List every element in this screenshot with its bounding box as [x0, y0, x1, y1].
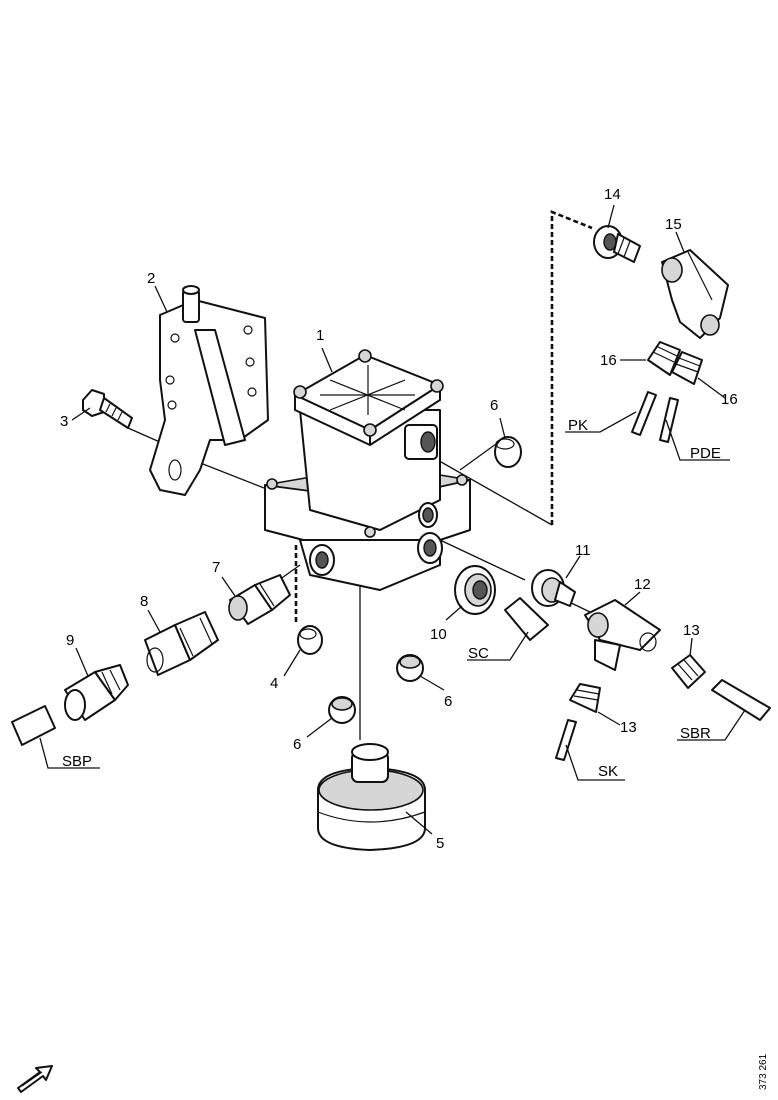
callout-6-lower: 6	[293, 736, 301, 753]
callout-numbers: 1 2 3 4 5 6 6 6 7 8 9 10 11 12 13 13 14 …	[60, 186, 738, 852]
callout-7: 7	[212, 559, 220, 576]
union-connector	[144, 611, 219, 676]
callout-16-right: 16	[721, 391, 738, 408]
connector-16-left	[647, 341, 681, 376]
callout-4: 4	[270, 675, 278, 692]
callout-leaders	[71, 204, 726, 835]
callout-15: 15	[665, 216, 682, 233]
tee-fitting	[584, 599, 661, 671]
coupling-9	[64, 664, 129, 721]
callout-9: 9	[66, 632, 74, 649]
callout-3: 3	[60, 413, 68, 430]
fitting-10	[454, 565, 496, 615]
fitting-14	[593, 225, 641, 263]
callout-5: 5	[436, 835, 444, 852]
code-pde: PDE	[690, 445, 721, 462]
plug-6-upper	[494, 436, 522, 468]
callout-6-middle: 6	[444, 693, 452, 710]
drawing-reference: 373 261	[758, 1053, 769, 1090]
bolt	[82, 389, 133, 429]
code-leaders	[39, 411, 746, 781]
silencer	[317, 743, 426, 851]
elbow-fitting-15	[661, 249, 729, 339]
plug-6-lower	[328, 696, 356, 724]
code-pk: PK	[568, 417, 588, 434]
code-sc: SC	[468, 645, 489, 662]
pipe-codes: PK PDE SC SBP SK SBR	[62, 417, 721, 780]
push-in-connector-13-right	[671, 654, 706, 689]
callout-13-right: 13	[683, 622, 700, 639]
callout-16-left: 16	[600, 352, 617, 369]
push-in-connector-13-lower	[569, 683, 601, 713]
callout-2: 2	[147, 270, 155, 287]
fitting-7	[228, 574, 291, 625]
callout-12: 12	[634, 576, 651, 593]
callout-13-lower: 13	[620, 719, 637, 736]
callout-10: 10	[430, 626, 447, 643]
callout-1: 1	[316, 327, 324, 344]
connector-16-right	[671, 351, 703, 385]
plug-6-middle	[396, 654, 424, 682]
callout-14: 14	[604, 186, 621, 203]
tubes	[11, 391, 771, 761]
callout-6-upper: 6	[490, 397, 498, 414]
callout-8: 8	[140, 593, 148, 610]
code-sbr: SBR	[680, 725, 711, 742]
callout-11: 11	[575, 542, 591, 559]
relay-valve-body	[264, 349, 471, 591]
arrow-icon	[17, 1065, 53, 1093]
plug-4	[297, 625, 323, 655]
code-sk: SK	[598, 763, 618, 780]
fitting-11	[531, 569, 576, 607]
code-sbp: SBP	[62, 753, 92, 770]
mounting-bracket	[149, 285, 269, 496]
